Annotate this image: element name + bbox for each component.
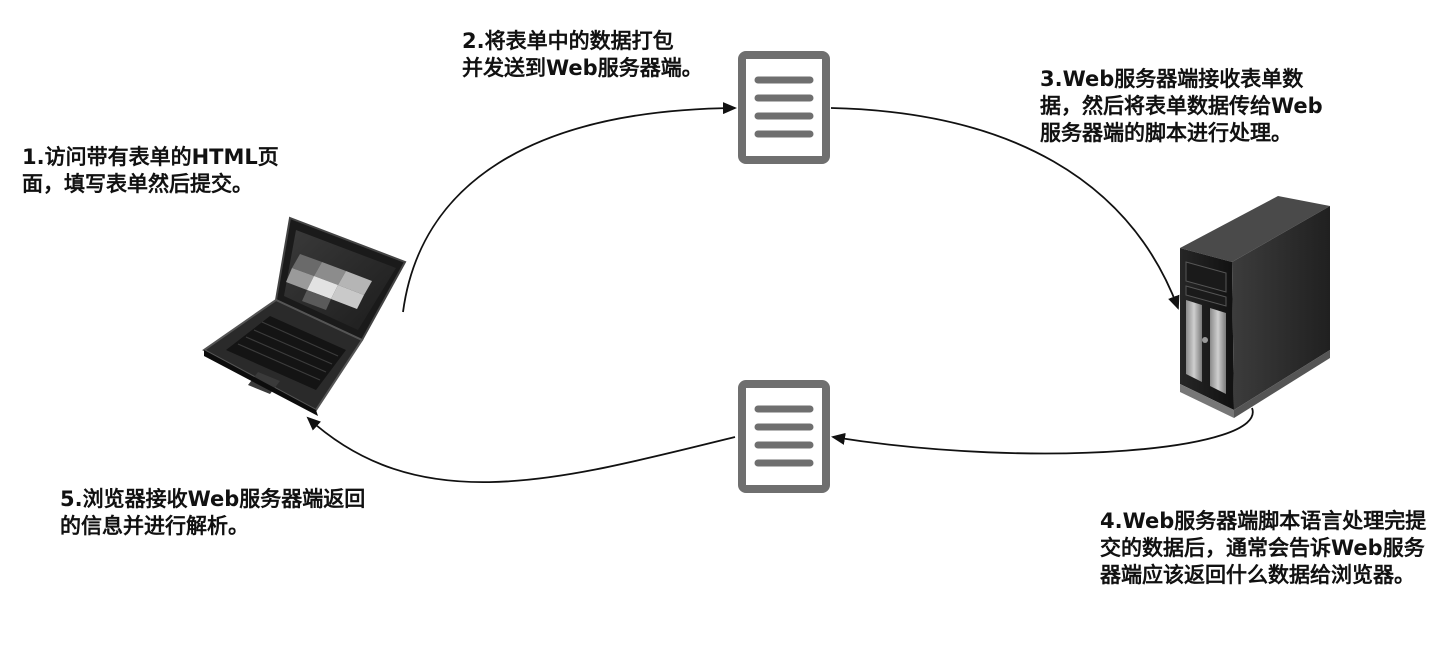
arrow-response-to-browser (308, 418, 735, 482)
laptop-icon (204, 218, 405, 416)
server-tower-icon (1180, 196, 1330, 418)
response-document-icon (742, 384, 826, 489)
arrow-server-to-response (833, 408, 1253, 454)
arrow-browser-to-request (403, 108, 735, 312)
arrow-request-to-server (831, 108, 1178, 308)
request-document-icon (742, 55, 826, 160)
